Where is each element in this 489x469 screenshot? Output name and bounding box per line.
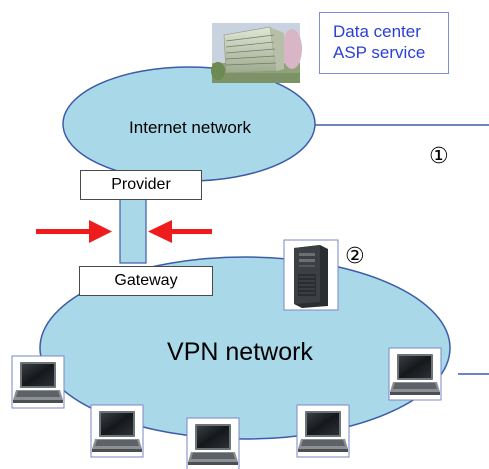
laptop-icon bbox=[186, 417, 240, 469]
laptop-icon bbox=[388, 347, 442, 401]
marker-two: ② bbox=[345, 244, 365, 269]
server-tower-icon bbox=[283, 239, 339, 311]
laptop-icon bbox=[296, 404, 350, 458]
gateway-box: Gateway bbox=[79, 266, 213, 296]
building-icon bbox=[211, 23, 302, 83]
provider-box: Provider bbox=[80, 170, 202, 200]
datacenter-line2: ASP service bbox=[333, 43, 426, 62]
laptop-icon bbox=[90, 404, 144, 458]
right-arrow-icon bbox=[36, 220, 112, 243]
laptop-icon bbox=[11, 355, 65, 409]
internet-network-label: Internet network bbox=[129, 118, 251, 137]
marker-one: ① bbox=[429, 144, 449, 169]
connection-pipe bbox=[119, 198, 147, 264]
provider-label: Provider bbox=[111, 176, 171, 193]
gateway-label: Gateway bbox=[114, 272, 178, 289]
datacenter-label-box: Data center ASP service bbox=[319, 12, 449, 74]
vpn-network-label: VPN network bbox=[167, 338, 313, 366]
vpn-network-cloud bbox=[39, 256, 451, 440]
restriction-arrows bbox=[36, 220, 212, 243]
datacenter-line1: Data center bbox=[333, 22, 421, 41]
left-arrow-icon bbox=[148, 220, 212, 243]
